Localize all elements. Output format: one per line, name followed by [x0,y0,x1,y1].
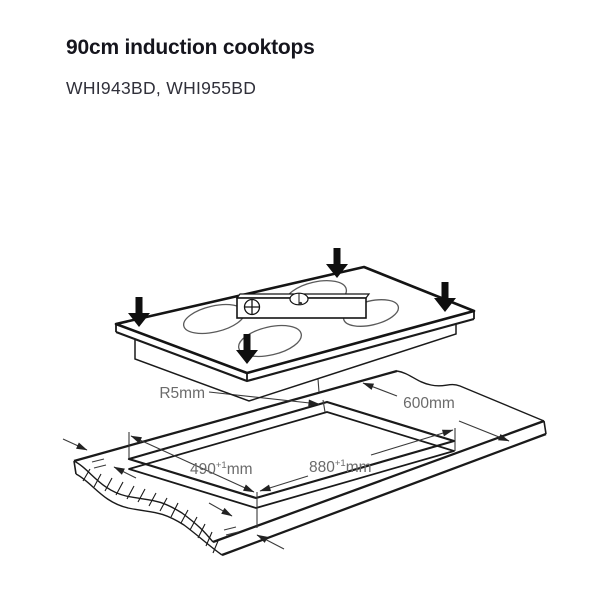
dim-490-line [130,435,255,493]
countertop-right-end [543,420,547,435]
page-title: 90cm induction cooktops [66,36,315,59]
countertop-front-edge [212,419,545,544]
down-arrow-icon-right [434,282,456,312]
cutout-corner-radius-label: R5mm [159,385,205,402]
countertop-left-break-top [73,460,214,543]
dim-600-line-lower [458,420,510,442]
down-arrow-icon-top [326,248,348,278]
countertop-right-break-line [396,370,545,422]
r5-leader-line [208,391,320,407]
cutout-depth-label: 490+1mm [190,460,253,478]
cooking-zone-front [238,324,302,358]
sensor-icon [289,292,309,306]
countertop-left-end [73,460,77,475]
dimension-graphics [62,378,510,550]
countertop-left-break-bottom [75,473,223,556]
crosshair-icon [243,298,261,316]
dim-880-line-right [370,429,454,456]
cooking-zone-right [342,299,400,327]
down-arrow-icon-left [128,297,150,327]
model-numbers: WHI943BD, WHI955BD [66,78,257,98]
cooktop [114,248,476,402]
cutout-width-label: 880+1mm [309,458,372,476]
equal-margin-mark-front [208,502,285,550]
cooktop-body [134,324,457,402]
countertop-front-bottom-edge [221,432,547,557]
control-panel [235,292,371,319]
down-arrow-icon-front [236,334,258,364]
dim-880-line-left [259,475,309,492]
broken-edge-hatching [82,468,219,554]
countertop-back-edge [73,369,398,463]
alignment-drop-line [317,378,326,413]
cooktop-glass-top [114,265,476,375]
dim-600-line-upper [362,382,398,397]
equal-margin-mark-rear [62,438,137,479]
press-down-arrows [128,248,456,364]
countertop-depth-label: 600mm [403,395,455,412]
